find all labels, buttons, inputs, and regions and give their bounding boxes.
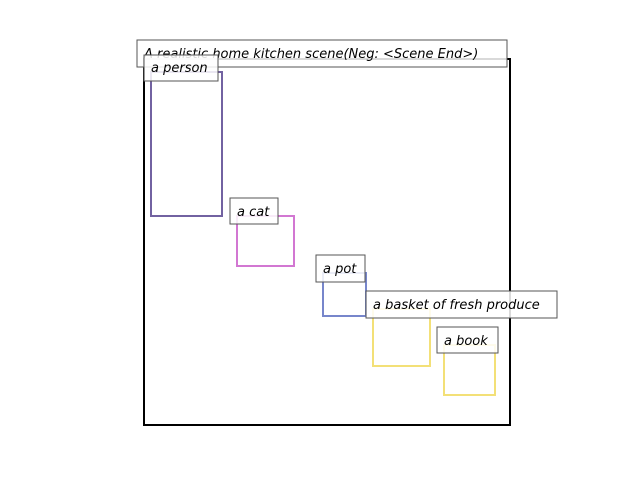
object-label-book: a book xyxy=(436,326,499,354)
object-label-pot: a pot xyxy=(315,254,366,283)
scene-frame xyxy=(143,58,511,426)
object-label-text: a pot xyxy=(323,262,357,277)
object-label-text: a basket of fresh produce xyxy=(373,298,540,313)
object-label-cat: a cat xyxy=(229,197,279,225)
object-box-person xyxy=(150,71,223,217)
scene-caption-text: A realistic home kitchen scene(Neg: <Sce… xyxy=(143,47,478,62)
object-label-person: a person xyxy=(143,54,219,82)
object-label-basket: a basket of fresh produce xyxy=(365,290,558,319)
object-label-text: a book xyxy=(444,334,488,349)
object-label-text: a cat xyxy=(237,205,270,220)
object-label-text: a person xyxy=(151,61,208,76)
